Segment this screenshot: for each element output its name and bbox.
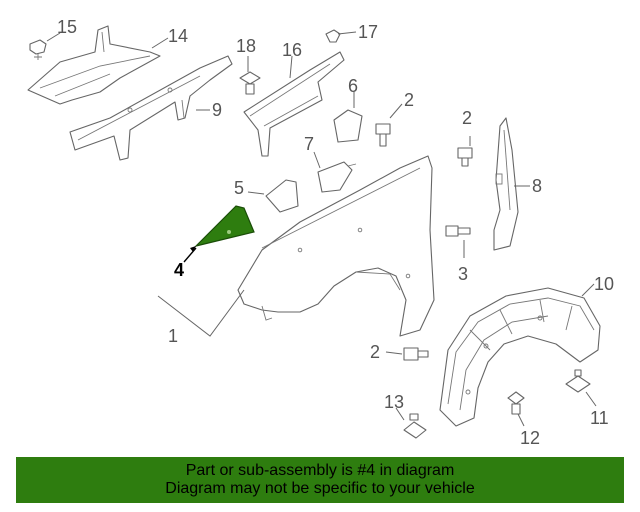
callout-4: 4: [174, 260, 184, 280]
part-12-pin: [507, 391, 525, 415]
callout-7: 7: [304, 134, 314, 154]
part-2-bolt-right: [457, 147, 473, 167]
callout-14: 14: [168, 26, 188, 46]
part-2-bolt-top: [375, 123, 391, 147]
callout-11: 11: [590, 408, 609, 428]
callout-2-bottom: 2: [370, 342, 380, 362]
part-17-clip: [325, 29, 341, 43]
part-7-pad: [317, 161, 357, 193]
banner-line-1: Part or sub-assembly is #4 in diagram: [185, 462, 455, 479]
callout-15: 15: [57, 17, 77, 37]
part-9-bracket: [69, 55, 233, 161]
callout-3: 3: [458, 264, 468, 284]
part-4-highlighted: [194, 205, 255, 248]
callout-1: 1: [168, 326, 178, 346]
part-6-pad: [333, 109, 363, 143]
part-18-pin: [239, 71, 261, 95]
callout-2-right: 2: [462, 108, 472, 128]
part-8-bracket: [493, 117, 519, 251]
banner-line-2: Diagram may not be specific to your vehi…: [165, 480, 475, 497]
part-14-shield: [27, 25, 161, 105]
callout-13: 13: [384, 392, 404, 412]
callout-8: 8: [532, 176, 542, 196]
part-5-pad: [265, 179, 299, 213]
part-15-clip: [29, 39, 47, 60]
callout-10: 10: [594, 274, 614, 294]
callout-12: 12: [520, 428, 540, 448]
info-banner: Part or sub-assembly is #4 in diagram Di…: [16, 457, 624, 503]
callout-2-top: 2: [404, 90, 414, 110]
callout-16: 16: [282, 40, 302, 60]
part-13-pin: [403, 413, 427, 439]
callout-9: 9: [212, 100, 222, 120]
part-2-bolt-bottom: [403, 347, 429, 361]
part-16-seal: [243, 51, 345, 157]
part-3-bolt: [445, 225, 471, 237]
part-10-liner: [439, 287, 601, 427]
parts-diagram: 15 14 9 18 16 17 6: [27, 17, 614, 448]
callout-18: 18: [236, 36, 256, 56]
callout-17: 17: [358, 22, 378, 42]
callout-6: 6: [348, 76, 358, 96]
part-1-fender: [237, 155, 435, 337]
part-11-pin: [565, 369, 591, 393]
callout-5: 5: [234, 178, 244, 198]
